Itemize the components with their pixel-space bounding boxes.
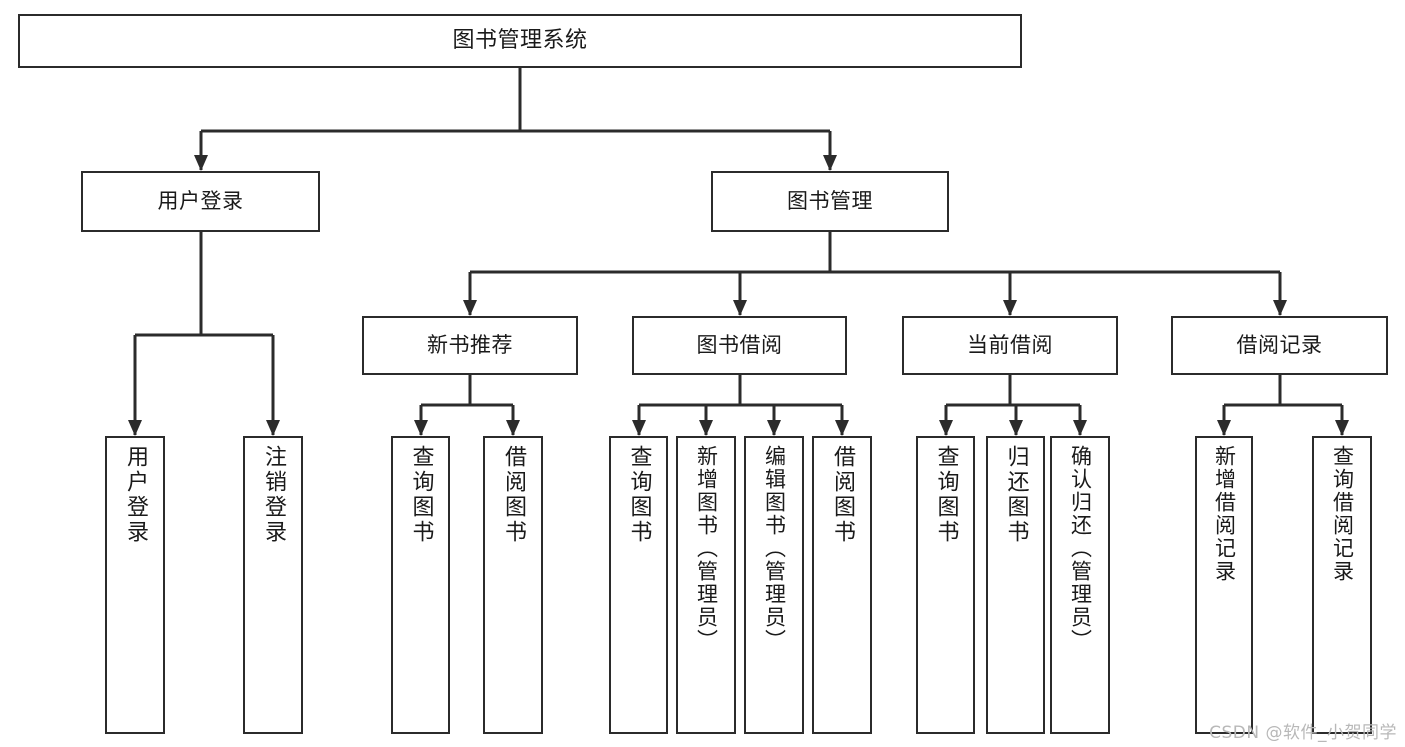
node-b_edit[interactable]: 编辑图书（管理员） [744,436,804,734]
node-l_login[interactable]: 用户登录 [105,436,165,734]
node-bookmgmt[interactable]: 图书管理 [711,171,949,232]
node-label: 查询图书 [933,445,959,545]
node-newbook[interactable]: 新书推荐 [362,316,578,375]
node-c_confirm[interactable]: 确认归还（管理员） [1050,436,1110,734]
node-login[interactable]: 用户登录 [81,171,320,232]
node-r_query[interactable]: 查询借阅记录 [1312,436,1372,734]
connector-arrowhead [835,420,849,436]
connector-arrowhead [506,420,520,436]
connector-arrowhead [414,420,428,436]
node-c_return[interactable]: 归还图书 [986,436,1045,734]
node-label: 查询借阅记录 [1330,445,1355,583]
node-label: 图书借阅 [696,333,783,358]
node-label: 图书管理 [787,189,873,214]
connector-arrowhead [632,420,646,436]
connector-arrowhead [1335,420,1349,436]
node-current[interactable]: 当前借阅 [902,316,1118,375]
connector-arrowhead [128,420,142,436]
node-label: 归还图书 [1003,445,1029,545]
node-label: 新增借阅记录 [1212,445,1237,583]
node-label: 借阅图书 [501,445,526,545]
connector-arrowhead [1273,300,1287,316]
connector-arrowhead [1003,300,1017,316]
node-label: 新书推荐 [427,333,513,358]
node-r_add[interactable]: 新增借阅记录 [1195,436,1253,734]
node-b_lend[interactable]: 借阅图书 [812,436,872,734]
node-l_logout[interactable]: 注销登录 [243,436,303,734]
connector-arrowhead [733,300,747,316]
node-label: 确认归还（管理员） [1068,445,1093,652]
node-label: 用户登录 [157,189,244,214]
connector-arrowhead [266,420,280,436]
connector-arrowhead [699,420,713,436]
connector-arrowhead [939,420,953,436]
node-label: 当前借阅 [967,333,1053,358]
node-label: 新增图书（管理员） [694,445,719,652]
connector-arrowhead [1217,420,1231,436]
node-records[interactable]: 借阅记录 [1171,316,1388,375]
node-label: 查询图书 [408,445,434,545]
node-b_add[interactable]: 新增图书（管理员） [676,436,736,734]
connector-arrowhead [823,155,837,171]
node-label: 借阅记录 [1236,333,1323,358]
node-n_query[interactable]: 查询图书 [391,436,450,734]
node-label: 编辑图书（管理员） [762,445,787,652]
node-root[interactable]: 图书管理系统 [18,14,1022,68]
node-label: 借阅图书 [830,445,855,545]
node-label: 查询图书 [626,445,652,545]
node-borrow[interactable]: 图书借阅 [632,316,847,375]
node-label: 图书管理系统 [452,28,588,54]
node-b_query[interactable]: 查询图书 [609,436,668,734]
connector-arrowhead [194,155,208,171]
connector-arrowhead [767,420,781,436]
node-c_query[interactable]: 查询图书 [916,436,975,734]
node-label: 用户登录 [123,445,148,545]
node-label: 注销登录 [261,445,286,545]
node-n_borrow[interactable]: 借阅图书 [483,436,543,734]
connector-arrowhead [1073,420,1087,436]
connector-arrowhead [1009,420,1023,436]
connector-arrowhead [463,300,477,316]
